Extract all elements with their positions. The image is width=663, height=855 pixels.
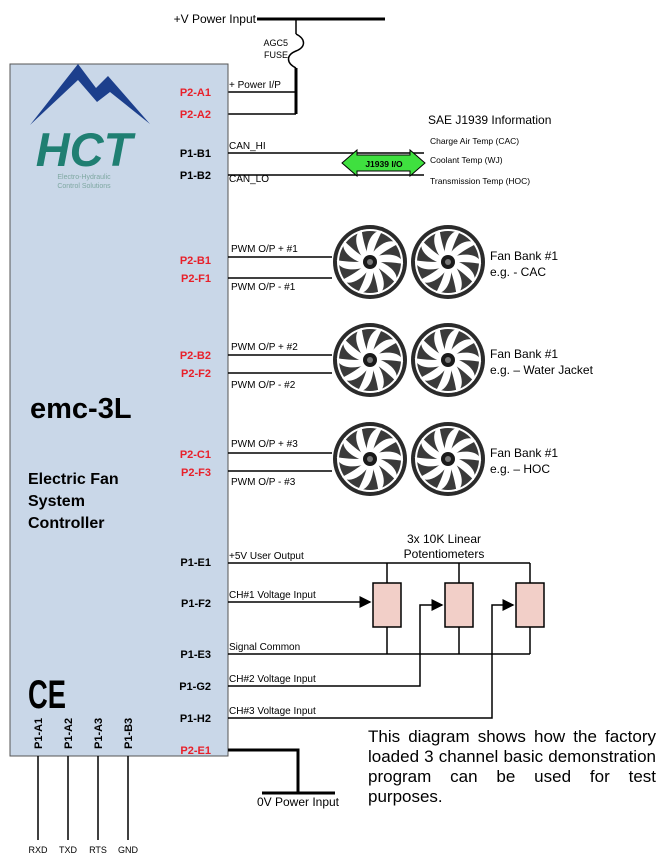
ground-section: 0V Power Input (228, 748, 340, 809)
serial-labels: RXD TXD RTS GND (28, 845, 138, 855)
logo-tagline-1: Electro-Hydraulic (57, 174, 111, 181)
pin-p1-g2: P1-G2 (179, 681, 211, 693)
fan-bank-label-3: Fan Bank #1 (490, 446, 558, 460)
fan-bank-example-1: e.g. - CAC (490, 265, 546, 279)
controller-model-name: emc-3L (30, 393, 132, 425)
pin-p1-e1: P1-E1 (180, 557, 211, 569)
j1939-info-title: SAE J1939 Information (428, 113, 551, 127)
can-lo-label: CAN_LO (229, 174, 269, 185)
fan-bank-label-2: Fan Bank #1 (490, 347, 558, 361)
fan-bank-label-1: Fan Bank #1 (490, 249, 558, 263)
pwm-plus-label-2: PWM O/P + #2 (231, 342, 298, 353)
pwm-plus-label-3: PWM O/P + #3 (231, 439, 298, 450)
can-section: CAN_HI CAN_LO J1939 I/O SAE J1939 Inform… (228, 113, 551, 186)
j1939-info-hoc: Transmission Temp (HOC) (430, 176, 530, 186)
plus-v-power-input-label: +V Power Input (174, 12, 257, 26)
pin-p1-e3: P1-E3 (180, 649, 211, 661)
user-output-label: +5V User Output (229, 551, 304, 562)
controller-subtitle-line-1: Electric Fan (28, 471, 119, 488)
ground-wire (228, 748, 300, 793)
pin-p2-f1: P2-F1 (181, 273, 211, 285)
ch2-input-wire (228, 599, 444, 687)
j1939-info-cac: Charge Air Temp (CAC) (430, 136, 519, 146)
fan-bank-example-3: e.g. – HOC (490, 462, 550, 476)
fan-icon (333, 225, 407, 299)
fuse-type-label: AGC5 (263, 38, 288, 48)
serial-label-rts: RTS (89, 845, 107, 855)
pin-p1-f2: P1-F2 (181, 598, 211, 610)
fan-icon (333, 323, 407, 397)
hct-logo: HCT Electro-Hydraulic Control Solutions (30, 64, 150, 190)
pin-p2-f2: P2-F2 (181, 368, 211, 380)
fan-bank-3: PWM O/P + #3 PWM O/P - #3 Fan Bank #1 e.… (228, 422, 558, 496)
logo-mountains (30, 64, 150, 125)
logo-text: HCT (36, 123, 137, 176)
pin-p1-b3: P1-B3 (123, 718, 135, 749)
pwm-minus-label-1: PWM O/P - #1 (231, 282, 296, 293)
fan-bank-example-2: e.g. – Water Jacket (490, 363, 594, 377)
pin-p2-a2: P2-A2 (180, 109, 211, 121)
j1939-arrow (341, 148, 426, 178)
controller-body (9, 63, 229, 757)
controller-subtitle-line-2: System (28, 493, 85, 510)
fan-icon (411, 225, 485, 299)
serial-label-gnd: GND (118, 845, 139, 855)
j1939-info-wj: Coolant Temp (WJ) (430, 155, 503, 165)
logo-tagline-2: Control Solutions (57, 183, 111, 190)
power-input-section: +V Power Input AGC5 FUSE + Power I/P (174, 12, 385, 115)
signal-common-label: Signal Common (229, 642, 300, 653)
pin-p1-a1: P1-A1 (33, 718, 45, 749)
pin-p2-a1: P2-A1 (180, 87, 211, 99)
fan-icon (333, 422, 407, 496)
pwm-minus-label-2: PWM O/P - #2 (231, 380, 296, 391)
serial-wires (37, 756, 129, 840)
potentiometer-section: 3x 10K Linear Potentiometers +5V User Ou… (228, 532, 545, 719)
bottom-pin-labels: P1-A1 P1-A2 P1-A3 P1-B3 (33, 718, 135, 749)
can-hi-label: CAN_HI (229, 141, 266, 152)
pin-p2-c1: P2-C1 (180, 449, 211, 461)
potentiometer-2 (444, 582, 474, 628)
pin-p1-b2: P1-B2 (180, 170, 211, 182)
ch3-input-label: CH#3 Voltage Input (229, 706, 316, 717)
diagram-description: This diagram shows how the factory loade… (368, 727, 656, 806)
pwm-minus-label-3: PWM O/P - #3 (231, 477, 296, 488)
serial-label-rxd: RXD (28, 845, 48, 855)
fuse-label: FUSE (264, 50, 288, 60)
fan-icon (411, 323, 485, 397)
controller-module: HCT Electro-Hydraulic Control Solutions … (9, 63, 229, 757)
potentiometer-3 (515, 582, 545, 628)
pin-p2-f3: P2-F3 (181, 467, 211, 479)
pots-title-line-2: Potentiometers (404, 547, 485, 561)
pin-p1-h2: P1-H2 (180, 713, 211, 725)
pin-p2-b2: P2-B2 (180, 350, 211, 362)
fan-bank-2: PWM O/P + #2 PWM O/P - #2 Fan Bank #1 e.… (228, 323, 594, 397)
ch3-input-wire (228, 599, 515, 719)
pwm-plus-label-1: PWM O/P + #1 (231, 244, 298, 255)
ch2-input-label: CH#2 Voltage Input (229, 674, 316, 685)
j1939-label: J1939 I/O (365, 159, 403, 169)
pin-p1-a3: P1-A3 (93, 718, 105, 749)
pin-p2-b1: P2-B1 (180, 255, 211, 267)
ce-mark: CE (28, 673, 66, 717)
zero-v-power-input-label: 0V Power Input (257, 795, 340, 809)
fan-bank-1: PWM O/P + #1 PWM O/P - #1 Fan Bank #1 e.… (228, 225, 558, 299)
potentiometer-1 (372, 582, 402, 628)
pots-title-line-1: 3x 10K Linear (407, 532, 481, 546)
pin-p1-b1: P1-B1 (180, 148, 211, 160)
controller-subtitle-line-3: Controller (28, 515, 104, 532)
fuse-symbol (287, 33, 305, 69)
serial-label-txd: TXD (59, 845, 78, 855)
power-ip-label: + Power I/P (229, 80, 281, 91)
fan-icon (411, 422, 485, 496)
pin-p1-a2: P1-A2 (63, 718, 75, 749)
pin-p2-e1: P2-E1 (180, 745, 211, 757)
pin-labels: P2-A1 P2-A2 P1-B1 P1-B2 P2-B1 P2-F1 P2-B… (179, 87, 211, 757)
ch1-input-label: CH#1 Voltage Input (229, 590, 316, 601)
